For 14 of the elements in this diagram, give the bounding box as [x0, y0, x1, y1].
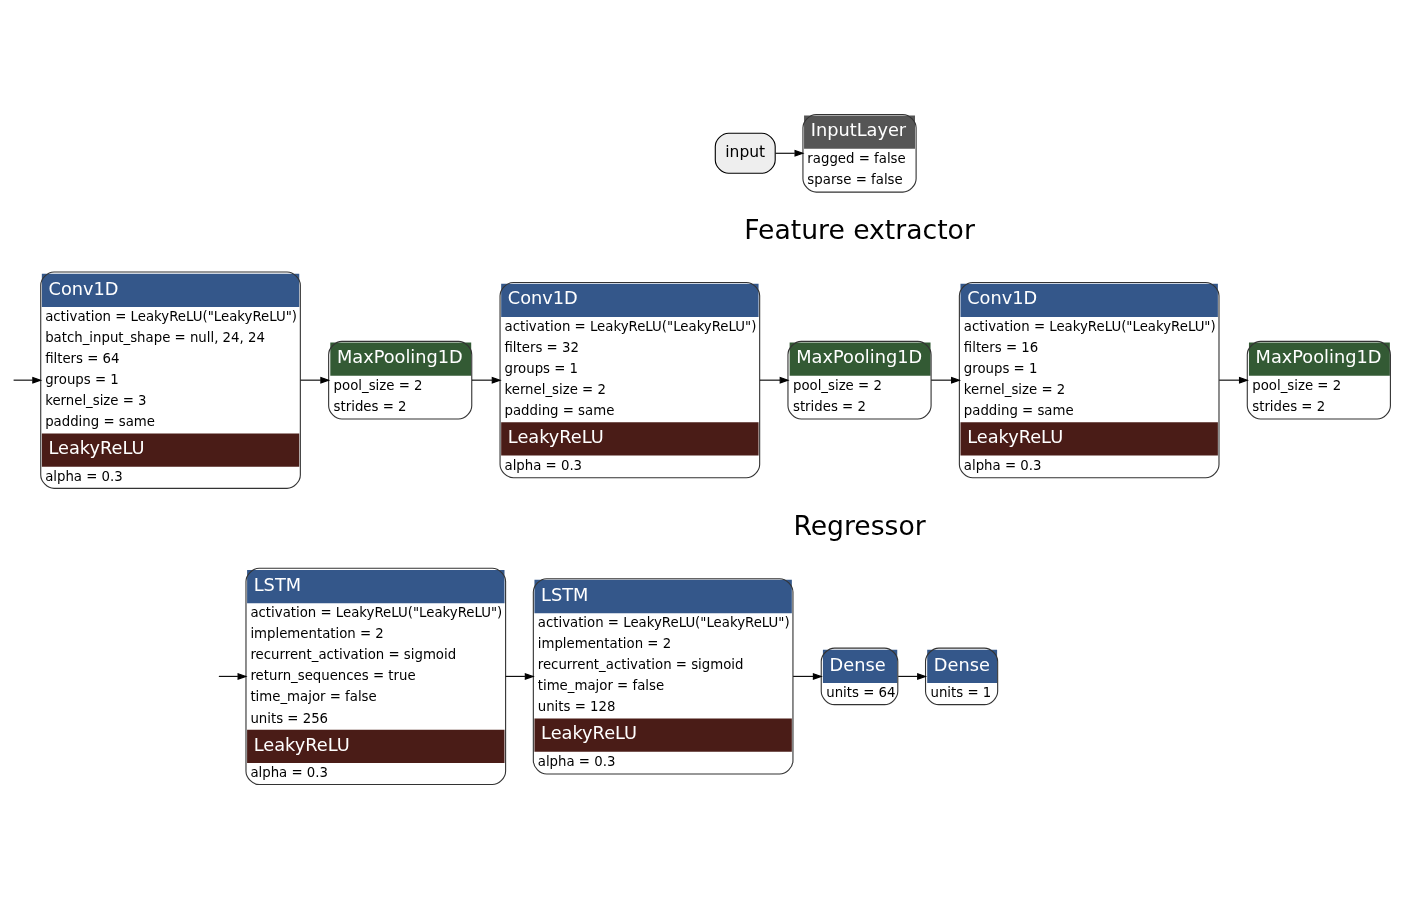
arrow [759, 376, 790, 384]
arrow [897, 672, 928, 680]
arrow [471, 376, 502, 384]
arrow [300, 376, 331, 384]
arrow [930, 376, 962, 384]
label: Feature extractor [744, 213, 975, 245]
arrow [1218, 376, 1249, 384]
arrow [775, 149, 805, 157]
arrow [13, 376, 43, 384]
arrow [218, 672, 248, 680]
arrow [505, 672, 535, 680]
arrow [792, 672, 823, 680]
node-box: input [714, 132, 776, 174]
label: Regressor [793, 509, 926, 541]
